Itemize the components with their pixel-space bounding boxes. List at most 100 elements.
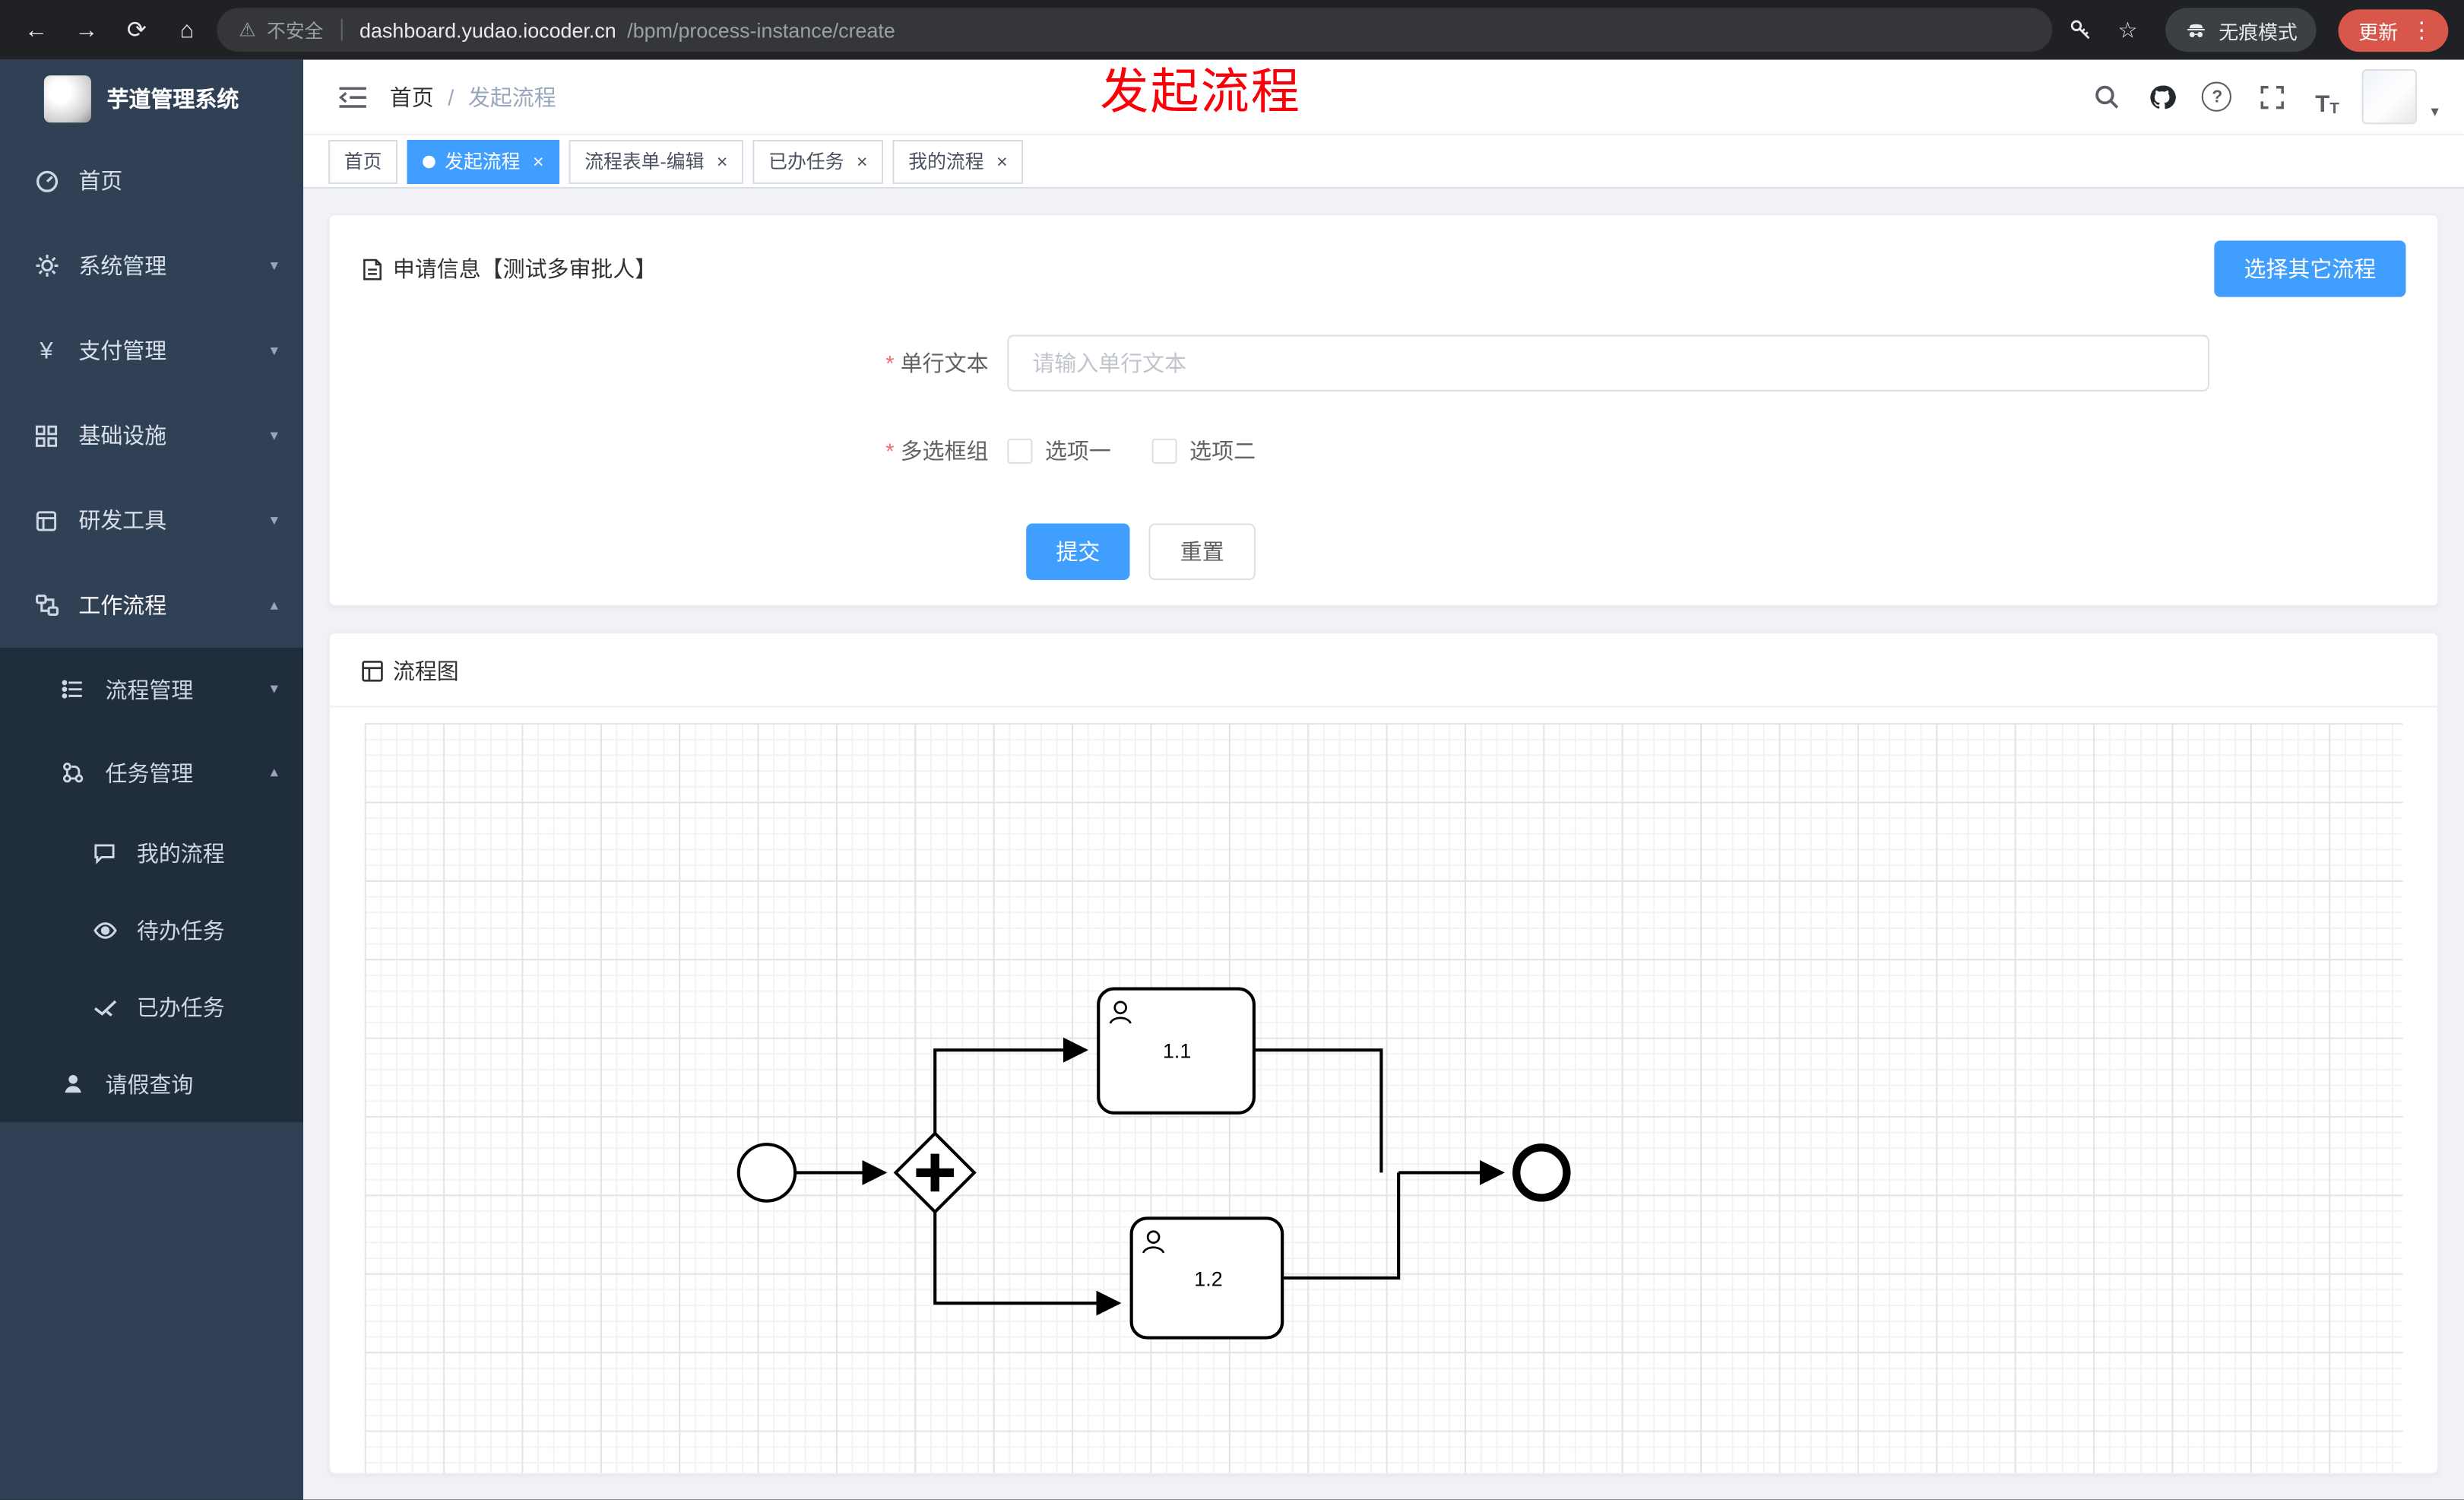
bpmn-user-task-1-2[interactable]: 1.2 (1129, 1216, 1284, 1340)
reset-button[interactable]: 重置 (1148, 523, 1256, 580)
single-line-text-input[interactable] (1007, 335, 2210, 392)
tab-label: 我的流程 (908, 151, 984, 173)
sidebar-item-label: 已办任务 (136, 994, 225, 1020)
tab-label: 发起流程 (445, 151, 521, 173)
close-icon[interactable]: × (857, 150, 868, 173)
close-icon[interactable]: × (532, 150, 544, 173)
sidebar-item-label: 工作流程 (78, 592, 167, 618)
checkbox-label: 选项一 (1044, 438, 1111, 464)
close-icon[interactable]: × (716, 150, 728, 173)
security-warning-icon[interactable]: ⚠ (239, 18, 256, 41)
tab-process-form-edit[interactable]: 流程表单-编辑 × (568, 138, 744, 183)
tab-done-tasks[interactable]: 已办任务 × (752, 138, 884, 183)
breadcrumb-home[interactable]: 首页 (389, 84, 434, 109)
chevron-down-icon: ▾ (270, 257, 278, 274)
document-icon (362, 257, 384, 281)
tab-my-process[interactable]: 我的流程 × (892, 138, 1024, 183)
url-path: /bpm/process-instance/create (627, 17, 895, 42)
single-line-text-label: *单行文本 (885, 350, 989, 376)
chevron-down-icon[interactable]: ▾ (2431, 103, 2439, 122)
infrastructure-icon (33, 422, 59, 449)
bpmn-task-label: 1.2 (1194, 1267, 1222, 1290)
incognito-label: 无痕模式 (2219, 21, 2298, 43)
security-label: 不安全 (267, 19, 324, 42)
done-icon (91, 994, 118, 1020)
dev-tools-icon (33, 507, 59, 534)
sidebar-item-task-management[interactable]: 任务管理 ▴ (0, 731, 303, 814)
bookmark-star-icon[interactable]: ☆ (2117, 16, 2138, 42)
collapse-sidebar-icon[interactable] (303, 84, 390, 109)
update-button[interactable]: 更新 ⋮ (2338, 8, 2449, 52)
checkbox-option-1[interactable]: 选项一 (1007, 436, 1111, 467)
bpmn-start-event[interactable] (736, 1143, 797, 1203)
chevron-down-icon: ▾ (270, 427, 278, 445)
close-icon[interactable]: × (996, 150, 1008, 173)
bpmn-parallel-gateway[interactable] (893, 1131, 977, 1215)
address-bar[interactable]: ⚠ 不安全 dashboard.yudao.iocoder.cn/bpm/pro… (217, 8, 2053, 52)
back-button[interactable]: ← (24, 16, 49, 43)
app-title: 芋道管理系统 (106, 86, 239, 112)
home-button[interactable]: ⌂ (179, 16, 195, 43)
sidebar-item-label: 待办任务 (136, 917, 225, 943)
sidebar-item-done-tasks[interactable]: 已办任务 (0, 969, 303, 1045)
sidebar-item-infrastructure[interactable]: 基础设施 ▾ (0, 393, 303, 478)
user-icon (60, 1070, 87, 1097)
select-other-process-button[interactable]: 选择其它流程 (2214, 240, 2406, 297)
sidebar-item-label: 任务管理 (105, 760, 194, 785)
incognito-icon (2184, 18, 2208, 42)
bpmn-sequence-flows (795, 1037, 1505, 1316)
sidebar-item-payment[interactable]: ¥ 支付管理 ▾ (0, 308, 303, 393)
sidebar-item-todo-tasks[interactable]: 待办任务 (0, 891, 303, 968)
github-icon[interactable] (2142, 76, 2183, 117)
forward-button[interactable]: → (74, 16, 99, 43)
sidebar-item-label: 我的流程 (136, 840, 225, 866)
sidebar-item-label: 研发工具 (78, 507, 167, 533)
checkbox-label: 选项二 (1189, 438, 1256, 464)
process-diagram-card: 流程图 (328, 632, 2439, 1475)
tab-create-process[interactable]: 发起流程 × (407, 138, 560, 183)
password-key-icon[interactable] (2062, 11, 2100, 49)
tab-label: 已办任务 (768, 151, 844, 173)
bpmn-end-event[interactable] (1512, 1143, 1571, 1202)
sidebar-item-workflow[interactable]: 工作流程 ▴ (0, 563, 303, 648)
chat-bubble-icon (91, 839, 118, 866)
search-icon[interactable] (2087, 76, 2128, 117)
sidebar: 芋道管理系统 首页 系统管理 ▾ ¥ 支付管理 ▾ (0, 59, 304, 1500)
sidebar-item-label: 基础设施 (78, 423, 167, 449)
sidebar-item-label: 首页 (78, 168, 123, 194)
url-domain: dashboard.yudao.iocoder.cn (359, 17, 616, 42)
sidebar-item-process-management[interactable]: 流程管理 ▾ (0, 648, 303, 731)
chevron-down-icon: ▾ (270, 680, 278, 699)
sidebar-item-label: 支付管理 (78, 338, 167, 363)
checkbox-group: 选项一 选项二 (1007, 423, 1256, 479)
reload-button[interactable]: ⟳ (126, 17, 147, 44)
bpmn-canvas[interactable]: 1.1 1.2 (364, 723, 2403, 1473)
breadcrumb-separator: / (448, 84, 454, 109)
bpmn-task-label: 1.1 (1163, 1039, 1191, 1062)
tab-home[interactable]: 首页 (328, 138, 398, 183)
sidebar-item-home[interactable]: 首页 (0, 138, 303, 224)
fullscreen-icon[interactable] (2252, 76, 2293, 117)
tab-label: 流程表单-编辑 (584, 151, 705, 173)
diagram-card-title: 流程图 (392, 658, 459, 684)
sidebar-item-devtools[interactable]: 研发工具 ▾ (0, 478, 303, 563)
app-logo[interactable]: 芋道管理系统 (0, 60, 303, 138)
checkbox-option-2[interactable]: 选项二 (1151, 436, 1256, 467)
browser-menu-icon[interactable]: ⋮ (2410, 17, 2433, 43)
sidebar-item-label: 请假查询 (105, 1071, 194, 1097)
help-icon[interactable]: ? (2196, 76, 2238, 117)
sidebar-item-leave-query[interactable]: 请假查询 (0, 1045, 303, 1122)
submit-button[interactable]: 提交 (1026, 523, 1130, 580)
user-avatar[interactable] (2361, 68, 2417, 125)
chevron-down-icon: ▾ (270, 512, 278, 529)
logo-avatar (43, 75, 91, 123)
sidebar-item-my-process[interactable]: 我的流程 (0, 814, 303, 891)
tab-label: 首页 (344, 151, 382, 173)
browser-chrome: ← → ⟳ ⌂ ⚠ 不安全 dashboard.yudao.iocoder.cn… (0, 0, 2464, 60)
bpmn-user-task-1-1[interactable]: 1.1 (1097, 987, 1256, 1115)
checkbox-group-label: *多选框组 (885, 438, 989, 464)
sidebar-item-system[interactable]: 系统管理 ▾ (0, 224, 303, 309)
